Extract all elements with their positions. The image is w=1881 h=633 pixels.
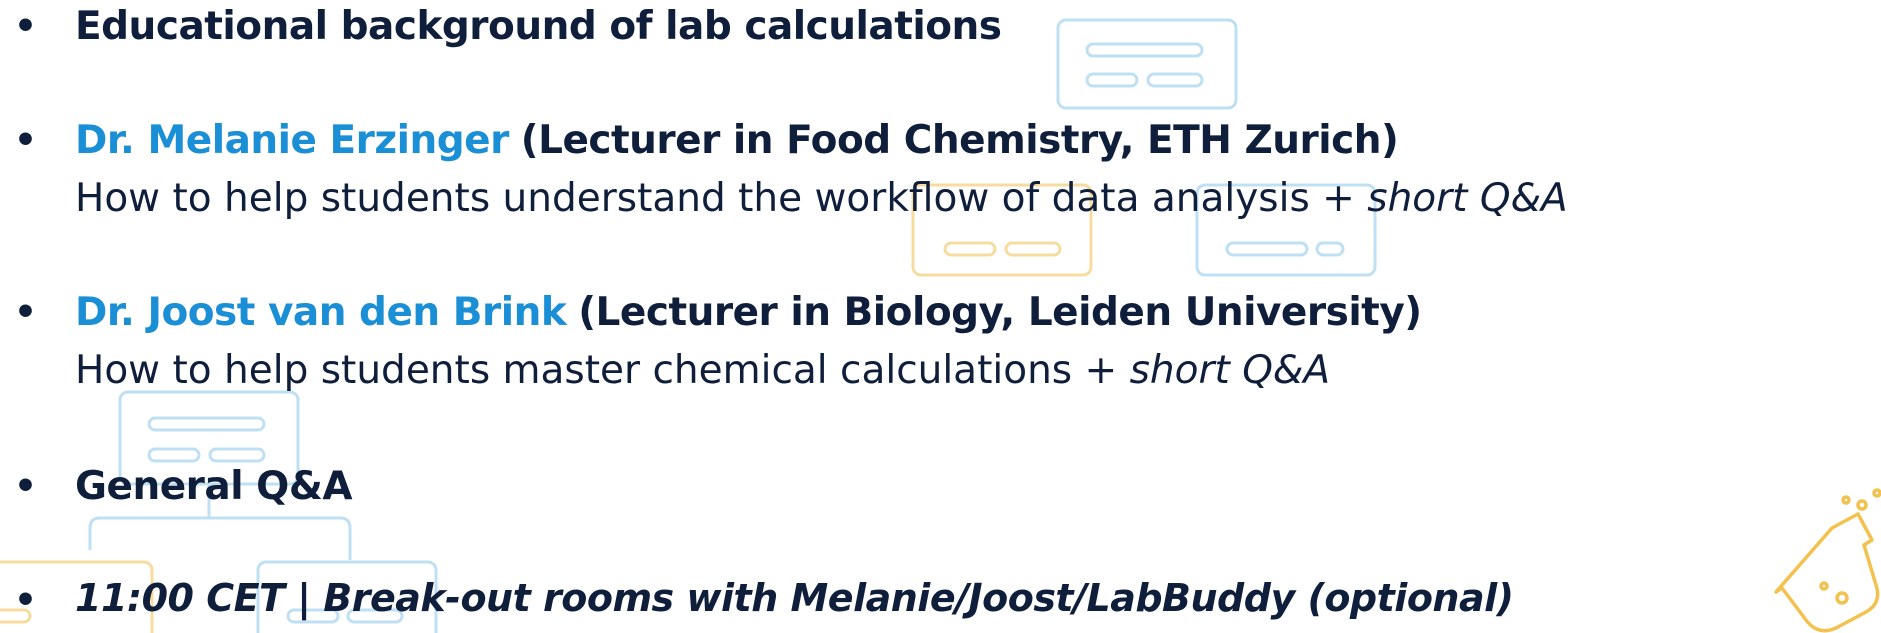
talk-topic-line: How to help students understand the work… <box>75 176 1568 221</box>
document-card-icon <box>256 560 438 633</box>
agenda-title: Educational background of lab calculatio… <box>75 4 1002 49</box>
document-card-icon <box>1195 183 1377 277</box>
speaker-line: Dr. Melanie Erzinger (Lecturer in Food C… <box>75 118 1399 163</box>
speaker-affiliation: (Lecturer in Biology, Leiden University) <box>578 290 1422 335</box>
talk-topic: How to help students understand the work… <box>75 176 1310 221</box>
bullet: • <box>14 466 38 507</box>
bullet: • <box>14 580 38 621</box>
lab-flask-icon <box>1774 488 1881 633</box>
document-card-icon <box>1056 18 1238 110</box>
bullet: • <box>14 292 38 333</box>
qa-note: + short Q&A <box>1322 176 1568 221</box>
qa-note: + short Q&A <box>1084 348 1330 393</box>
agenda-title: General Q&A <box>75 464 353 509</box>
talk-topic: How to help students master chemical cal… <box>75 348 1073 393</box>
speaker-name: Dr. Joost van den Brink <box>75 290 567 335</box>
speaker-affiliation: (Lecturer in Food Chemistry, ETH Zurich) <box>520 118 1399 163</box>
document-card-icon <box>0 560 154 633</box>
bullet: • <box>14 6 38 47</box>
agenda-title: 11:00 CET | Break-out rooms with Melanie… <box>75 576 1514 620</box>
speaker-name: Dr. Melanie Erzinger <box>75 118 509 163</box>
document-card-icon <box>911 183 1093 277</box>
talk-topic-line: How to help students master chemical cal… <box>75 348 1330 393</box>
speaker-line: Dr. Joost van den Brink (Lecturer in Bio… <box>75 290 1422 335</box>
bullet: • <box>14 120 38 161</box>
connector-lines <box>88 484 352 560</box>
